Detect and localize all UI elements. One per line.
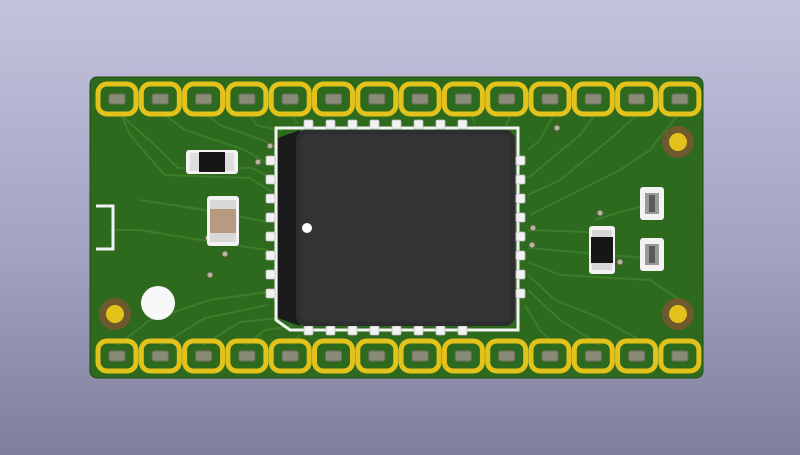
header-pin: [528, 338, 572, 374]
header-pin: [268, 81, 312, 117]
qfn-pad: [391, 325, 402, 336]
header-pin: [441, 338, 485, 374]
fiducial-marker: [141, 286, 175, 320]
qfn-pad: [265, 269, 276, 280]
qfn-pad: [347, 119, 358, 130]
qfn-pad: [303, 325, 314, 336]
header-pin: [571, 338, 615, 374]
qfn-pad: [265, 174, 276, 185]
qfn-chip: [278, 130, 515, 326]
header-pin: [182, 81, 226, 117]
header-pin: [528, 81, 572, 117]
copper-traces: [110, 111, 681, 346]
header-pin: [268, 338, 312, 374]
header-pin: [615, 338, 659, 374]
qfn-pad: [265, 155, 276, 166]
qfn-pad: [515, 212, 526, 223]
header-pins-bottom: [95, 338, 702, 374]
qfn-pad: [435, 119, 446, 130]
qfn-pad: [265, 193, 276, 204]
qfn-pads: [265, 119, 526, 336]
header-pin: [398, 81, 442, 117]
header-pin: [485, 338, 529, 374]
header-pin: [571, 81, 615, 117]
header-pin: [485, 81, 529, 117]
qfn-pad: [369, 119, 380, 130]
qfn-pad: [347, 325, 358, 336]
header-pin: [312, 81, 355, 117]
header-pin: [225, 338, 269, 374]
qfn-pad: [413, 325, 424, 336]
vias: [204, 124, 624, 279]
header-pin: [182, 338, 226, 374]
header-pin: [658, 338, 702, 374]
header-pin: [398, 338, 442, 374]
qfn-pad: [265, 250, 276, 261]
qfn-pad: [515, 174, 526, 185]
qfn-pad: [515, 193, 526, 204]
qfn-pad: [515, 250, 526, 261]
header-pin: [441, 81, 485, 117]
qfn-pad: [457, 119, 468, 130]
qfn-pad: [303, 119, 314, 130]
qfn-pad: [325, 119, 336, 130]
smd-resistor-r2: [589, 226, 615, 274]
qfn-pad: [265, 231, 276, 242]
header-pin: [658, 81, 702, 117]
silkscreen-bracket: [96, 204, 115, 251]
qfn-pad: [325, 325, 336, 336]
qfn-pad: [515, 288, 526, 299]
chip-silkscreen-outline: [274, 126, 520, 332]
qfn-pad: [369, 325, 380, 336]
smd-capacitor-c1: [207, 196, 239, 246]
header-pin: [225, 81, 269, 117]
header-pin: [138, 81, 182, 117]
qfn-pad: [391, 119, 402, 130]
qfn-pad: [515, 155, 526, 166]
header-pin: [138, 338, 182, 374]
header-pins-top: [95, 81, 702, 117]
header-pin: [355, 338, 399, 374]
smd-led-2: [640, 238, 664, 271]
qfn-pad: [515, 269, 526, 280]
header-pin: [355, 81, 399, 117]
qfn-pad: [265, 212, 276, 223]
pin1-marker: [302, 223, 312, 233]
header-pin: [95, 338, 139, 374]
qfn-pad: [515, 231, 526, 242]
header-pin: [615, 81, 659, 117]
qfn-pad: [265, 288, 276, 299]
smd-resistor-r1: [186, 150, 238, 174]
header-pin: [95, 81, 139, 117]
qfn-pad: [457, 325, 468, 336]
smd-led-1: [640, 187, 664, 220]
qfn-pad: [435, 325, 446, 336]
qfn-pad: [413, 119, 424, 130]
header-pin: [312, 338, 355, 374]
mounting-holes: [99, 126, 694, 330]
